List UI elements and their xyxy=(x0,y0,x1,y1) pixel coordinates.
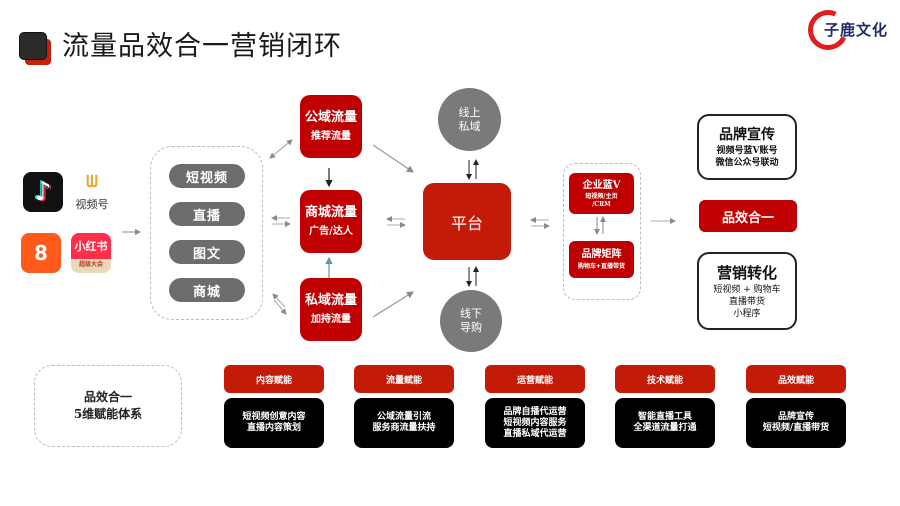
xiaohongshu-icon: 小红书 超级大会 xyxy=(71,233,111,273)
capability-body: 智能直播工具 全渠道流量打通 xyxy=(615,398,715,448)
brand-promo-title: 品牌宣传 xyxy=(719,127,775,143)
capability-line: 全渠道流量打通 xyxy=(633,423,697,433)
public-traffic-title: 公域流量 xyxy=(304,109,357,125)
arrow-public-to-content xyxy=(269,144,287,159)
online-line2: 私域 xyxy=(458,119,481,133)
capability-body: 公域流量引流 服务商流量扶持 xyxy=(354,398,454,448)
capability-body: 短视频创意内容 直播内容策划 xyxy=(224,398,324,448)
online-line1: 线上 xyxy=(458,105,481,119)
capability-traffic: 流量赋能 公域流量引流 服务商流量扶持 xyxy=(354,365,454,448)
content-pill-mall: 商城 xyxy=(169,278,245,302)
five-dimension-system-box: 品效合一 5维赋能体系 xyxy=(34,365,182,447)
offline-guide-circle: 线下导购 xyxy=(440,290,502,352)
capability-pinxiao: 品效赋能 品牌宣传 短视频/直播带货 xyxy=(746,365,846,448)
blue-v-title: 企业蓝V xyxy=(582,179,621,191)
capability-operation: 运营赋能 品牌自播代运营 短视频内容服务 直播私域代运营 xyxy=(485,365,585,448)
mall-traffic-sub: 广告/达人 xyxy=(309,225,353,237)
arrow-private-to-platform xyxy=(372,291,415,318)
capability-line: 短视频内容服务 xyxy=(503,417,567,428)
xiaohongshu-sub: 超级大会 xyxy=(78,261,103,268)
content-types-group: 短视频 直播 图文 商城 xyxy=(150,146,263,320)
brand-name: 子鹿文化 xyxy=(824,21,889,39)
online-private-circle: 线上私域 xyxy=(438,88,501,151)
enterprise-blue-v-box: 企业蓝V 短视频/主页 /CRM xyxy=(569,173,634,214)
offline-line1: 线下 xyxy=(460,307,482,320)
private-traffic-box: 私域流量 加持流量 xyxy=(300,278,362,341)
marketing-title: 营销转化 xyxy=(716,264,777,282)
kuaishou-icon: 8 xyxy=(21,233,61,273)
matrix-sub: 购物车+直播带货 xyxy=(577,263,626,270)
offline-line2: 导购 xyxy=(460,321,482,334)
capability-line: 品牌宣传 xyxy=(777,412,814,422)
platform-box: 平台 xyxy=(423,183,511,260)
shipinhao-label: 视频号 xyxy=(75,198,109,211)
content-pill-short-video: 短视频 xyxy=(169,164,245,188)
shipinhao-glyph: ᗯ xyxy=(86,172,98,191)
marketing-line: 短视频 + 购物车 xyxy=(713,285,781,295)
capability-title: 流量赋能 xyxy=(354,365,454,393)
blue-v-sub1: 短视频/主页 xyxy=(585,192,618,200)
xiaohongshu-label: 小红书 xyxy=(74,240,108,253)
arrow-content-to-private xyxy=(273,299,287,315)
public-traffic-box: 公域流量 推荐流量 xyxy=(300,95,362,158)
shipinhao-icon: ᗯ 视频号 xyxy=(70,172,114,214)
brand-matrix-box: 品牌矩阵 购物车+直播带货 xyxy=(569,241,634,278)
private-traffic-sub: 加持流量 xyxy=(311,313,351,325)
marketing-line: 小程序 xyxy=(733,309,761,319)
content-pill-image-text: 图文 xyxy=(169,240,245,264)
brand-logo: 子鹿文化 xyxy=(802,4,898,56)
capability-body: 品牌宣传 短视频/直播带货 xyxy=(746,398,846,448)
blue-v-sub2: /CRM xyxy=(592,200,611,208)
capability-body: 品牌自播代运营 短视频内容服务 直播私域代运营 xyxy=(485,398,585,448)
douyin-icon: ♪ xyxy=(23,172,63,212)
capability-line: 直播内容策划 xyxy=(246,423,301,433)
brand-promo-line: 微信公众号联动 xyxy=(715,158,779,168)
system-line2: 5维赋能体系 xyxy=(73,407,143,421)
arrow-public-to-platform xyxy=(372,144,414,173)
marketing-line: 直播带货 xyxy=(728,297,765,307)
pinxiao-label: 品效合一 xyxy=(721,210,774,226)
capability-content: 内容赋能 短视频创意内容 直播内容策划 xyxy=(224,365,324,448)
marketing-conversion-box: 营销转化 短视频 + 购物车 直播带货 小程序 xyxy=(697,252,797,330)
capability-title: 运营赋能 xyxy=(485,365,585,393)
capability-line: 服务商流量扶持 xyxy=(372,423,436,433)
capability-line: 品牌自播代运营 xyxy=(503,406,567,417)
page-title: 流量品效合一营销闭环 xyxy=(62,31,342,62)
pinxiao-heyi-box: 品效合一 xyxy=(699,200,797,232)
capability-title: 技术赋能 xyxy=(615,365,715,393)
public-traffic-sub: 推荐流量 xyxy=(311,130,351,142)
capability-line: 直播私域代运营 xyxy=(503,428,567,439)
system-line1: 品效合一 xyxy=(83,390,132,404)
arrow-private-to-content xyxy=(272,293,286,308)
content-pill-live: 直播 xyxy=(169,202,245,226)
mall-traffic-box: 商城流量 广告/达人 xyxy=(300,190,362,253)
matrix-title: 品牌矩阵 xyxy=(581,249,622,260)
brand-promotion-box: 品牌宣传 视频号蓝V账号 微信公众号联动 xyxy=(697,114,797,180)
brand-promo-line: 视频号蓝V账号 xyxy=(716,146,778,156)
capability-line: 公域流量引流 xyxy=(376,412,431,422)
capability-technology: 技术赋能 智能直播工具 全渠道流量打通 xyxy=(615,365,715,448)
enterprise-group: 企业蓝V 短视频/主页 /CRM 品牌矩阵 购物车+直播带货 xyxy=(563,163,641,300)
capability-line: 短视频/直播带货 xyxy=(762,423,830,433)
capability-title: 品效赋能 xyxy=(746,365,846,393)
capability-title: 内容赋能 xyxy=(224,365,324,393)
capability-line: 短视频创意内容 xyxy=(242,412,306,422)
mall-traffic-title: 商城流量 xyxy=(304,204,357,220)
capability-line: 智能直播工具 xyxy=(637,412,692,422)
platform-label: 平台 xyxy=(450,213,483,233)
title-logo-front-square xyxy=(19,32,47,60)
private-traffic-title: 私域流量 xyxy=(304,292,357,308)
